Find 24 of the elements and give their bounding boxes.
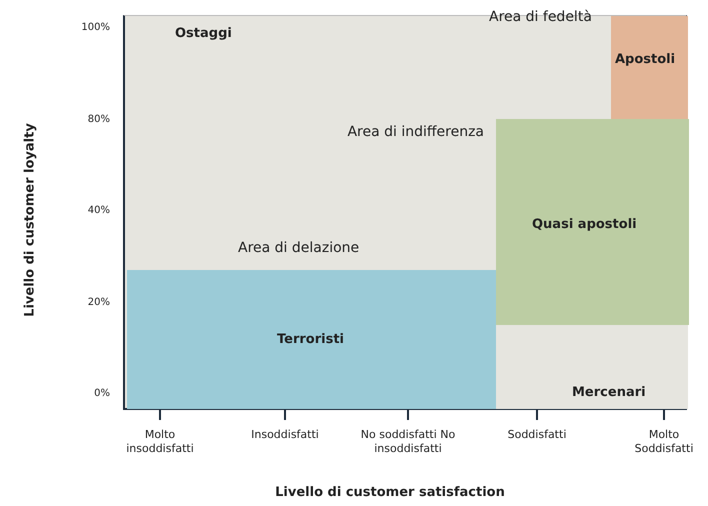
axis-title: Livello di customer loyalty [22, 123, 38, 317]
area-label: Area di delazione [238, 240, 360, 256]
x-tick-label: No soddisfatti No insoddisfatti [360, 428, 456, 456]
segment-label: Ostaggi [175, 26, 232, 41]
x-tick-label: Molto insoddisfatti [125, 428, 195, 456]
segment-label: Mercenari [572, 385, 646, 400]
x-tick-label: Molto Soddisfatti [634, 428, 694, 456]
x-tick-label: Insoddisfatti [250, 428, 320, 442]
x-tick-label: Soddisfatti [506, 428, 568, 442]
area-label: Area di indifferenza [346, 124, 484, 140]
segment-label: Apostoli [615, 52, 676, 67]
segment-area [496, 325, 688, 409]
y-tick-label: 0% [93, 388, 110, 399]
segment-label: Quasi apostoli [532, 217, 637, 232]
segment-area [127, 270, 496, 409]
y-tick-label: 20% [86, 297, 110, 308]
area-label: Area di fedeltà [489, 9, 593, 25]
y-tick-label: 100% [80, 22, 110, 33]
y-tick-label: 80% [86, 114, 110, 125]
axis-title: Livello di customer satisfaction [274, 485, 506, 500]
segment-area [611, 16, 688, 119]
y-tick-label: 40% [86, 205, 110, 216]
segment-label: Terroristi [277, 332, 344, 347]
segment-area [496, 119, 689, 325]
